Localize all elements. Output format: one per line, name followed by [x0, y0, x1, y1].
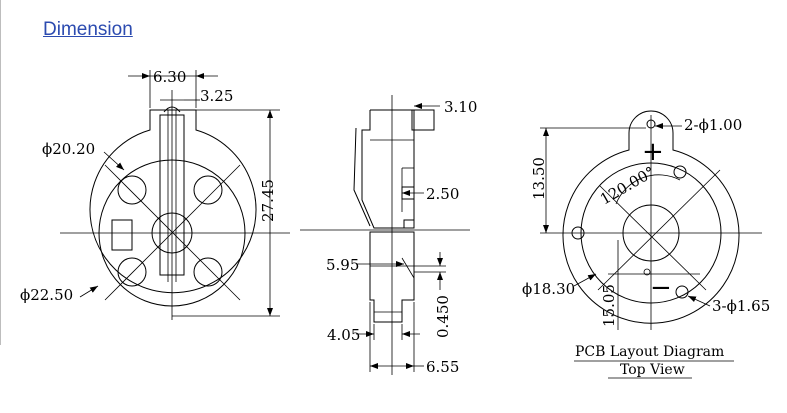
- side-outline-lower: [369, 231, 415, 323]
- dim-tab-width-label: 3.25: [200, 87, 233, 105]
- front-slot: [111, 219, 133, 251]
- pcb-hole-bottom: [675, 285, 689, 299]
- side-outline-upper: [361, 109, 435, 229]
- front-hole-bottom-right: [193, 257, 223, 287]
- left-border-rule: [0, 0, 1, 345]
- dim-top-holes-label: 2-ϕ1.00: [684, 116, 742, 134]
- dim-height-label: 27.45: [259, 179, 277, 222]
- dim-angle-label: 120.00°: [597, 163, 658, 209]
- dim-bottom-gap-label: 4.05: [327, 326, 360, 344]
- side-view: 3.10 2.50 5.95 0.450 4.05 6.55: [300, 95, 477, 376]
- pcb-hole-right: [673, 165, 687, 179]
- front-hole-top-left: [117, 175, 147, 205]
- pcb-plus-sign: +: [642, 137, 664, 167]
- front-hole-bottom-left: [117, 257, 147, 287]
- dim-pin-thickness-label: 0.450: [434, 295, 452, 338]
- dim-pcb-height-label: 13.50: [530, 157, 548, 200]
- dim-pin-pos-label: 5.95: [326, 256, 359, 274]
- dim-pcb-dia-label: ϕ18.30: [522, 280, 575, 298]
- dim-top-offset-label: 3.10: [444, 98, 477, 116]
- dim-offset-label: 15.05: [600, 284, 618, 327]
- dim-inner-dia-label: ϕ20.20: [42, 140, 95, 158]
- dim-outer-dia-label: ϕ22.50: [20, 286, 73, 304]
- front-outline: [89, 109, 257, 294]
- pcb-caption-subtitle: Top View: [620, 362, 685, 378]
- pcb-caption-title: PCB Layout Diagram: [575, 344, 724, 360]
- pcb-minus-sign: −: [650, 273, 672, 303]
- front-view: 6.30 3.25 27.45 ϕ20.20 ϕ22.50: [20, 68, 290, 320]
- pcb-view: + − 2-ϕ1.00 13.50 120.00° ϕ18.30 15.05 3…: [522, 110, 770, 379]
- dim-top-width-label: 6.30: [153, 68, 186, 86]
- dim-mid-gap-label: 2.50: [426, 185, 459, 203]
- dim-overall-width-label: 6.55: [426, 358, 459, 376]
- dim-pin-holes-label: 3-ϕ1.65: [712, 297, 770, 315]
- pcb-outline: [562, 110, 740, 324]
- dimension-heading-link[interactable]: Dimension: [43, 19, 133, 40]
- front-hole-top-right: [193, 175, 223, 205]
